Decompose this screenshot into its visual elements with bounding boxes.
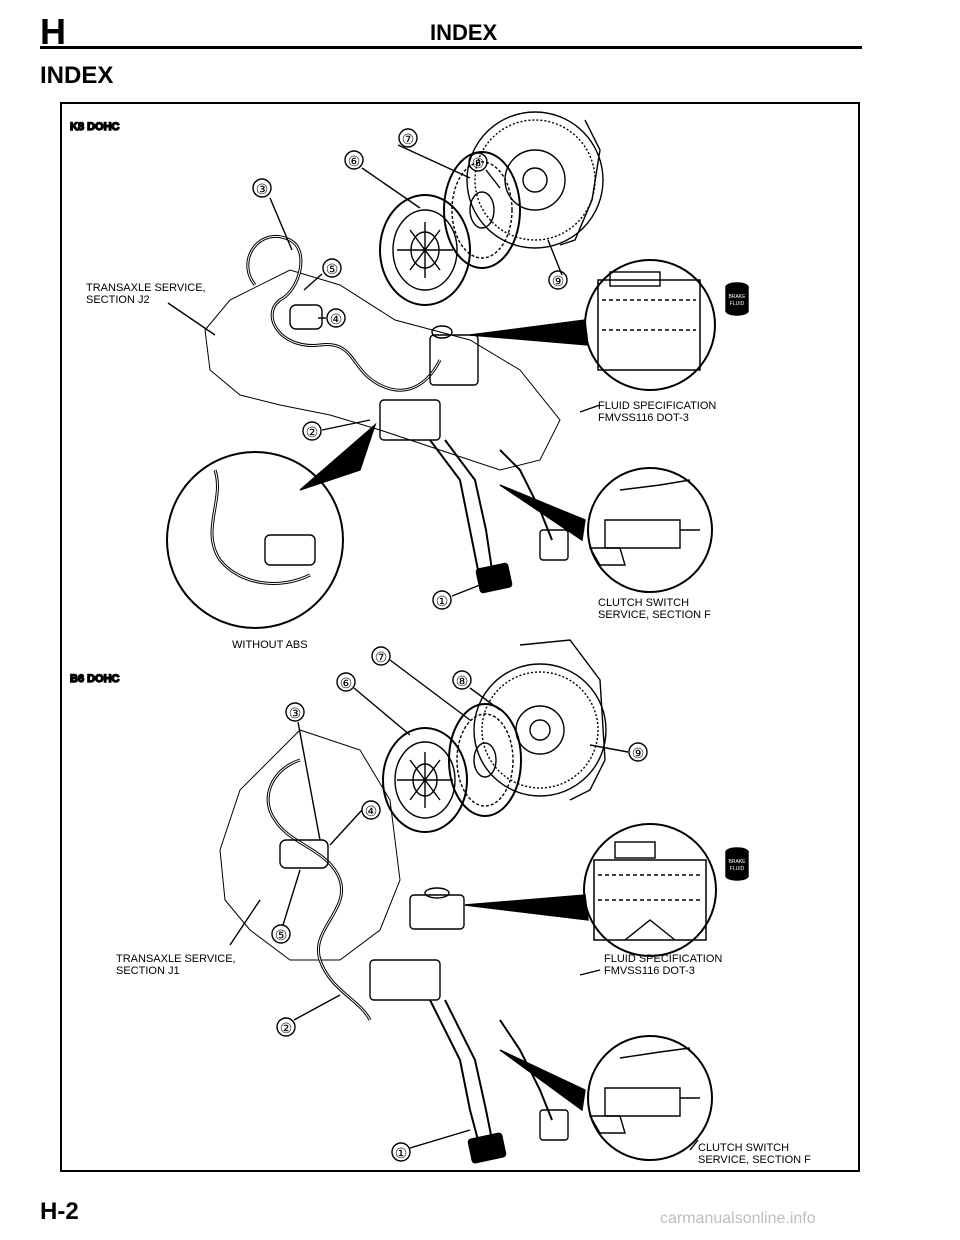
fluid-spec-label-k8: FLUID SPECIFICATION bbox=[598, 400, 716, 412]
without-abs-detail bbox=[166, 451, 344, 629]
svg-text:SERVICE, SECTION F: SERVICE, SECTION F bbox=[698, 1154, 811, 1166]
svg-text:FMVSS116 DOT-3: FMVSS116 DOT-3 bbox=[604, 965, 695, 977]
svg-text:④: ④ bbox=[365, 803, 378, 819]
svg-text:⑥: ⑥ bbox=[348, 153, 361, 169]
svg-text:②: ② bbox=[280, 1020, 293, 1036]
svg-text:FLUID: FLUID bbox=[730, 301, 745, 307]
svg-text:⑧: ⑧ bbox=[456, 673, 469, 689]
reservoir-detail-b6 bbox=[583, 823, 717, 957]
flywheel-b6 bbox=[473, 639, 607, 801]
header-title: INDEX bbox=[430, 20, 498, 45]
svg-text:④: ④ bbox=[330, 311, 343, 327]
transaxle-label-b6: TRANSAXLE SERVICE, bbox=[116, 953, 236, 965]
page-title: INDEX bbox=[40, 62, 114, 89]
svg-text:⑦: ⑦ bbox=[402, 131, 415, 147]
fluid-spec-label-b6: FLUID SPECIFICATION bbox=[604, 953, 722, 965]
clutch-disc-b6 bbox=[448, 703, 522, 817]
clutch-hose-b6 bbox=[266, 758, 372, 1021]
svg-text:①: ① bbox=[395, 1145, 408, 1161]
release-cylinder-k8 bbox=[289, 304, 323, 330]
labels-b6: TRANSAXLE SERVICE, SECTION J1 FLUID SPEC… bbox=[116, 953, 811, 1166]
clutch-pedal-b6 bbox=[429, 999, 569, 1164]
clutch-switch-label-b6: CLUTCH SWITCH bbox=[698, 1142, 789, 1154]
pressure-plate-k8 bbox=[379, 194, 471, 306]
svg-text:⑥: ⑥ bbox=[340, 675, 353, 691]
clutch-pedal-k8 bbox=[429, 439, 569, 594]
svg-text:⑧: ⑧ bbox=[472, 155, 485, 171]
watermark: carmanualsonline.info bbox=[660, 1210, 816, 1227]
master-cylinder-b6 bbox=[369, 887, 465, 1001]
svg-text:③: ③ bbox=[256, 181, 269, 197]
svg-text:BRAKE: BRAKE bbox=[729, 294, 747, 300]
release-cylinder-b6 bbox=[279, 839, 329, 869]
section-letter: H bbox=[40, 11, 66, 52]
svg-text:FLUID: FLUID bbox=[730, 866, 745, 872]
svg-text:⑨: ⑨ bbox=[552, 273, 565, 289]
svg-text:SECTION J2: SECTION J2 bbox=[86, 294, 150, 306]
brake-fluid-icon-k8 bbox=[725, 282, 749, 316]
figure-frame bbox=[60, 102, 860, 1172]
transaxle-outline-b6 bbox=[219, 729, 401, 961]
header-rule bbox=[40, 46, 862, 49]
svg-text:①: ① bbox=[436, 593, 449, 609]
callouts-b6: ⑦ ⑥ ⑧ ③ ⑨ ④ ⑤ ② ① bbox=[271, 646, 648, 1162]
brake-fluid-icon-b6 bbox=[725, 847, 749, 881]
svg-text:⑦: ⑦ bbox=[375, 649, 388, 665]
svg-text:③: ③ bbox=[289, 705, 302, 721]
labels-k8: TRANSAXLE SERVICE, SECTION J2 FLUID SPEC… bbox=[86, 282, 716, 651]
svg-text:⑤: ⑤ bbox=[326, 261, 339, 277]
clutch-switch-label-k8: CLUTCH SWITCH bbox=[598, 597, 689, 609]
engine-label-b6: B6 DOHC bbox=[70, 673, 120, 685]
clutch-switch-detail-b6 bbox=[587, 1035, 713, 1161]
master-cylinder-k8 bbox=[379, 325, 479, 441]
transaxle-outline-k8 bbox=[204, 269, 561, 471]
svg-text:②: ② bbox=[306, 424, 319, 440]
clutch-disc-k8 bbox=[443, 151, 521, 269]
svg-text:⑨: ⑨ bbox=[632, 745, 645, 761]
pointer-wedge bbox=[469, 319, 589, 346]
without-abs-label: WITHOUT ABS bbox=[232, 639, 308, 651]
svg-text:BRAKE: BRAKE bbox=[729, 859, 747, 865]
callouts-k8: ⑦ ⑥ ⑧ ③ ⑤ ④ ⑨ ② ① bbox=[252, 128, 568, 610]
engine-label-k8: K8 DOHC bbox=[70, 121, 120, 133]
svg-text:FMVSS116 DOT-3: FMVSS116 DOT-3 bbox=[598, 412, 689, 424]
svg-text:SECTION J1: SECTION J1 bbox=[116, 965, 180, 977]
page-number: H-2 bbox=[40, 1198, 79, 1225]
clutch-switch-detail-k8 bbox=[587, 467, 713, 593]
pressure-plate-b6 bbox=[382, 727, 468, 833]
transaxle-label-k8: TRANSAXLE SERVICE, bbox=[86, 282, 206, 294]
svg-text:SERVICE, SECTION F: SERVICE, SECTION F bbox=[598, 609, 711, 621]
flywheel-k8 bbox=[466, 111, 604, 249]
svg-text:⑤: ⑤ bbox=[275, 927, 288, 943]
